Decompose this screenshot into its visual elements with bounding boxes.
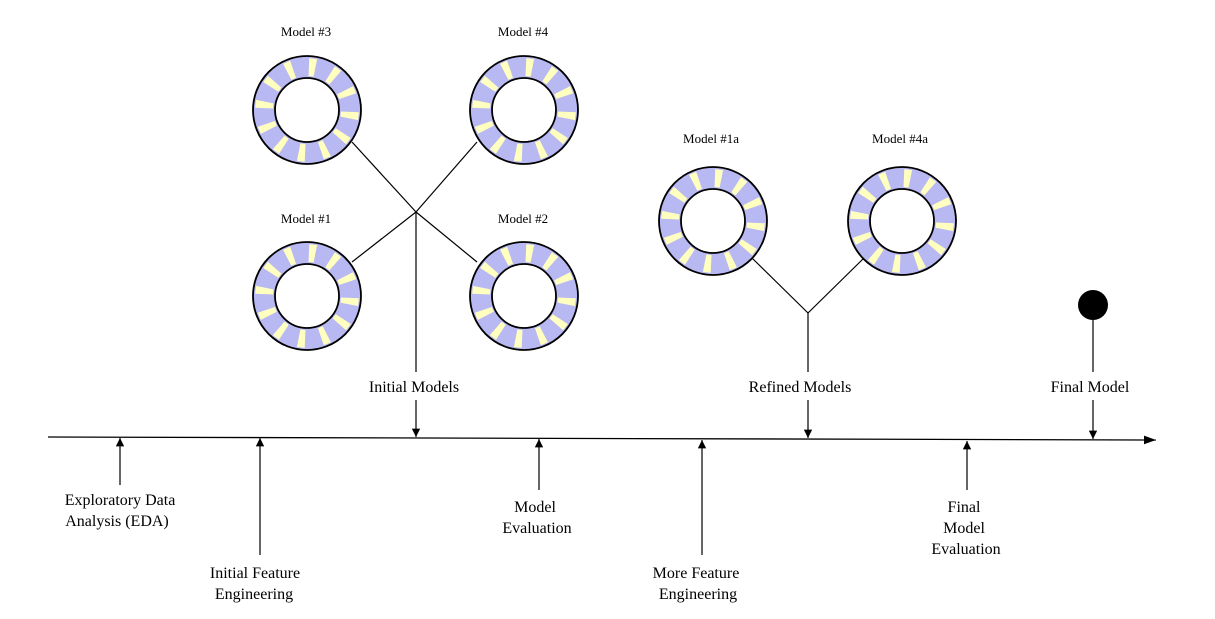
model-4-label: Model #4 [498,24,549,39]
model-2-label: Model #2 [498,211,548,226]
more-fe-label: More Feature Engineering [653,565,744,603]
model-eval-label: Model Evaluation [502,499,571,537]
initial-fe-label: Initial Feature Engineering [210,565,304,603]
model-1-ring-icon [252,241,362,351]
model-4-ring-icon [469,55,579,165]
model-4a-ring-icon [847,166,957,276]
refined-models-label: Refined Models [749,379,852,396]
model-3-ring-icon [252,55,362,165]
model-1-label: Model #1 [281,211,331,226]
final-model-label: Final Model [1051,379,1130,396]
model-1a-label: Model #1a [683,131,739,146]
model-4a-label: Model #4a [872,131,928,146]
eda-label: Exploratory Data Analysis (EDA) [65,492,180,530]
timeline-axis [47,435,1157,445]
refined-models-connectors [751,257,865,372]
final-model-marker-icon [1078,290,1108,320]
initial-models-connectors [351,141,478,372]
model-3-label: Model #3 [281,24,331,39]
model-1a-ring-icon [658,166,768,276]
initial-models-label: Initial Models [369,379,459,396]
model-2-ring-icon [469,241,579,351]
final-eval-label: Final Model Evaluation [931,499,1000,558]
